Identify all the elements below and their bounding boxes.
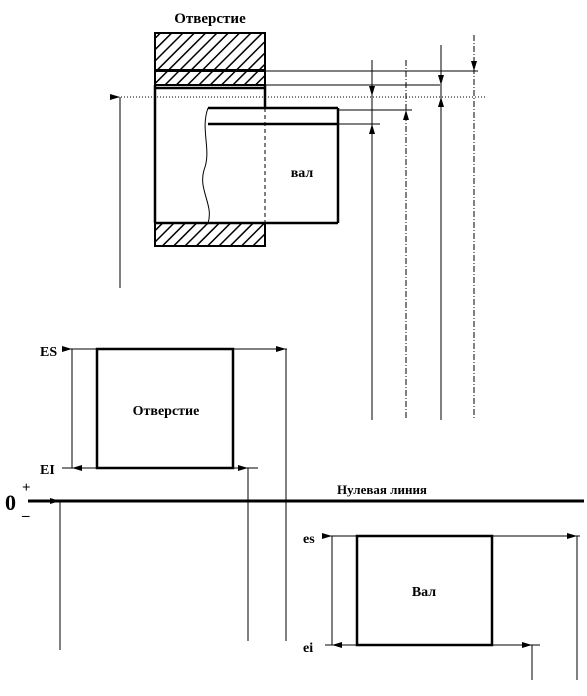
hole-wall-top-hatch <box>154 32 266 71</box>
shaft-tolerance-zone <box>355 534 494 647</box>
zero-line-label: Нулевая линия <box>337 482 427 497</box>
arrow-3 <box>403 110 409 120</box>
ei-label: ei <box>303 641 313 656</box>
zero-symbol: 0 <box>5 490 16 515</box>
shaft-break-line <box>202 107 210 224</box>
hole-tolerance-zone <box>95 347 235 470</box>
hole-zone-label: Отверстие <box>133 404 200 419</box>
shaft-zone-label: Вал <box>412 585 436 600</box>
arrow-6 <box>471 61 477 71</box>
hole-tolerance-band <box>154 70 266 86</box>
ES-label: ES <box>40 345 57 360</box>
arrow-4 <box>438 75 444 85</box>
hole-wall-bottom-hatch <box>154 222 266 247</box>
es-label: es <box>303 532 315 547</box>
shaft-label: вал <box>291 166 314 181</box>
arrow-1 <box>369 86 375 96</box>
hole-title: Отверстие <box>174 11 246 27</box>
plus-symbol: + <box>22 480 31 496</box>
minus-symbol: – <box>21 508 30 524</box>
arrow-5 <box>438 97 444 107</box>
EI-label: EI <box>40 463 55 478</box>
arrow-2 <box>369 124 375 134</box>
